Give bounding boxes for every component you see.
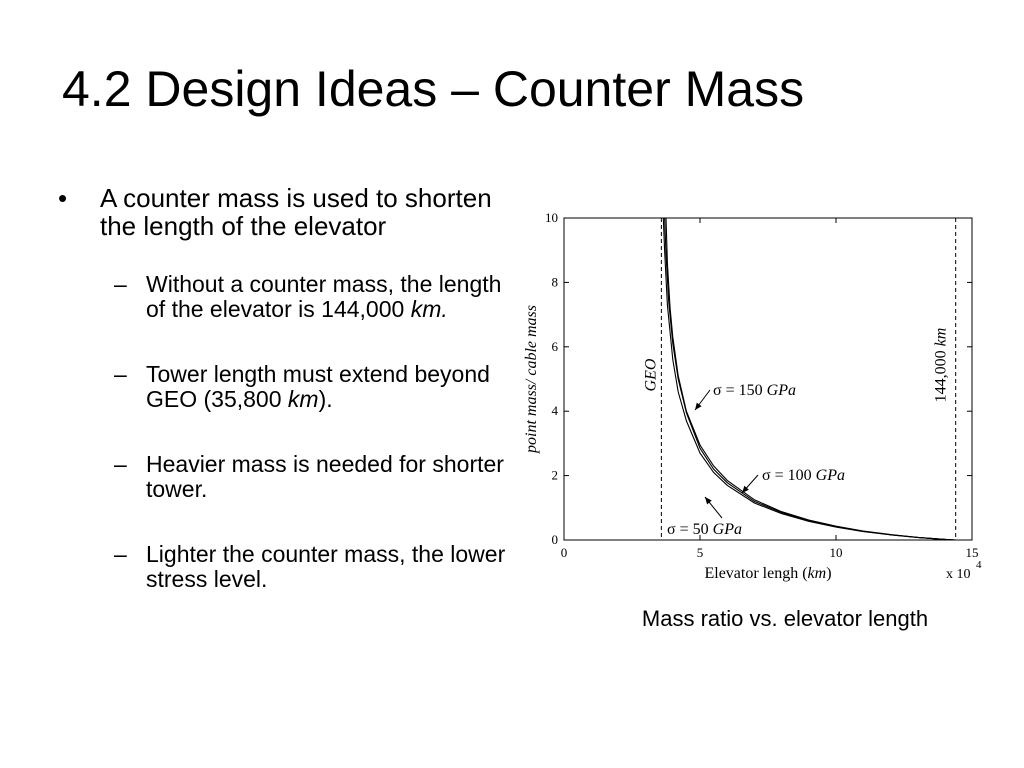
bullet-list: • A counter mass is used to shorten the …	[58, 184, 520, 632]
slide-title: 4.2 Design Ideas – Counter Mass	[62, 61, 805, 117]
sub-bullet-text-main: Heavier mass is needed for shorter tower…	[146, 451, 504, 502]
max-length-label: 144,000 km	[933, 328, 950, 403]
series-arrowhead-1	[705, 497, 712, 505]
chart-caption: Mass ratio vs. elevator length	[641, 606, 929, 631]
sub-bullet-item: – Tower length must extend beyond GEO (3…	[114, 362, 520, 412]
x-tick-label: 15	[966, 545, 979, 560]
sub-bullet-marker: –	[114, 271, 127, 297]
series-label-3: σ = 150 GPa	[713, 382, 796, 399]
series-line-1	[665, 218, 956, 540]
sub-bullet-list: – Without a counter mass, the length of …	[58, 272, 520, 592]
y-tick-label: 8	[552, 274, 559, 289]
sub-bullet-marker: –	[114, 361, 127, 387]
y-tick-label: 2	[552, 468, 559, 483]
y-tick-label: 10	[545, 210, 558, 225]
bullet-item: • A counter mass is used to shorten the …	[58, 184, 520, 240]
x-tick-label: 5	[697, 545, 704, 560]
sub-bullet-text: Heavier mass is needed for shorter tower…	[146, 452, 520, 502]
y-tick-label: 6	[552, 339, 559, 354]
series-line-3	[662, 218, 956, 540]
sub-bullet-text-main: Without a counter mass, the length of th…	[146, 271, 502, 322]
x-axis-multiplier-exponent: 4	[976, 559, 982, 571]
sub-bullet-text-main: Tower length must extend beyond GEO (35,…	[146, 361, 490, 412]
sub-bullet-marker: –	[114, 541, 127, 567]
y-tick-label: 4	[552, 403, 559, 418]
plot-frame	[563, 217, 973, 541]
series-label-1: σ = 50 GPa	[667, 521, 742, 538]
sub-bullet-text: Tower length must extend beyond GEO (35,…	[146, 362, 520, 412]
x-tick-label: 0	[561, 545, 568, 560]
bullet-text: A counter mass is used to shorten the le…	[100, 183, 492, 241]
y-axis-label: point mass/ cable mass	[523, 305, 540, 454]
sub-bullet-item: – Heavier mass is needed for shorter tow…	[114, 452, 520, 502]
y-tick-label: 0	[552, 532, 559, 547]
series-line-2	[664, 218, 956, 540]
series-arrowhead-2	[742, 485, 749, 493]
sub-bullet-text-main: Lighter the counter mass, the lower stre…	[146, 541, 506, 592]
series-label-2: σ = 100 GPa	[762, 467, 845, 484]
geo-label: GEO	[642, 358, 659, 391]
sub-bullet-item: – Lighter the counter mass, the lower st…	[114, 542, 520, 592]
sub-bullet-marker: –	[114, 451, 127, 477]
x-axis-label: Elevator lengh (km)	[704, 565, 831, 582]
sub-bullet-text: Without a counter mass, the length of th…	[146, 272, 520, 322]
x-tick-label: 10	[830, 545, 843, 560]
sub-bullet-text-tail: ).	[318, 386, 333, 412]
sub-bullet-unit: km	[287, 386, 319, 412]
sub-bullet-unit: km.	[410, 296, 448, 322]
sub-bullet-text: Lighter the counter mass, the lower stre…	[146, 542, 520, 592]
x-axis-multiplier: x 10	[946, 567, 971, 582]
sub-bullet-item: – Without a counter mass, the length of …	[114, 272, 520, 322]
bullet-marker: •	[58, 183, 68, 213]
series-arrowhead-3	[695, 402, 702, 410]
